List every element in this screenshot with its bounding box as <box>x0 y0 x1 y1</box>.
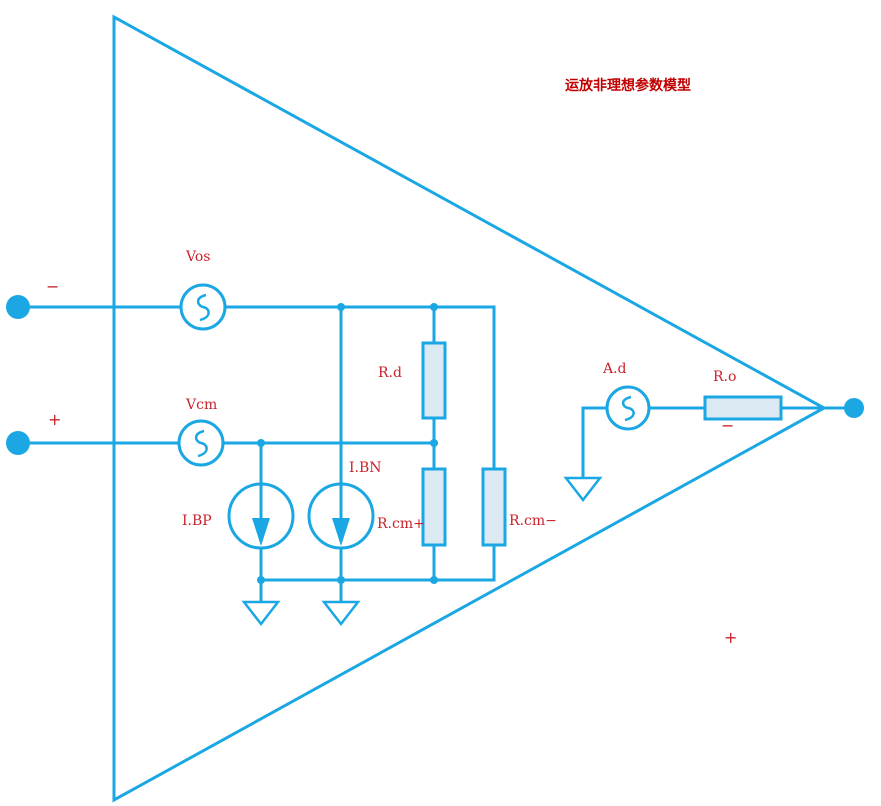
label-ibp: I.BP <box>182 513 212 529</box>
ibn-current-source <box>307 482 375 550</box>
output-minus-sign: − <box>721 416 734 435</box>
ground-ibn <box>321 600 361 627</box>
label-vos: Vos <box>185 249 210 265</box>
junction-dot <box>430 439 438 447</box>
label-rcm-plus: R.cm+ <box>377 516 425 532</box>
rd-resistor <box>421 341 447 420</box>
junction-dot <box>430 303 438 311</box>
ground-ibp <box>241 600 281 627</box>
junction-dot <box>430 576 438 584</box>
output-plus-sign: + <box>724 628 737 647</box>
label-vcm: Vcm <box>185 397 217 413</box>
ibp-current-source <box>227 482 295 550</box>
vcm-source <box>177 419 225 467</box>
ad-source <box>605 385 651 431</box>
label-ro: R.o <box>713 369 736 385</box>
ro-resistor <box>703 395 783 421</box>
noninverting-sign: + <box>48 410 61 429</box>
opamp-triangle <box>112 14 828 803</box>
label-rd: R.d <box>378 365 402 381</box>
vos-source <box>179 283 227 331</box>
label-ibn: I.BN <box>349 460 382 476</box>
diagram-title: 运放非理想参数模型 <box>565 77 691 94</box>
junction-dot <box>257 439 265 447</box>
junction-dot <box>337 576 345 584</box>
ground-ad <box>563 476 603 503</box>
rcm-plus-resistor <box>421 467 447 547</box>
junction-dot <box>257 576 265 584</box>
inverting-sign: − <box>46 277 59 296</box>
label-ad: A.d <box>602 361 627 377</box>
label-rcm-minus: R.cm− <box>509 513 557 529</box>
rcm-minus-resistor <box>481 467 507 547</box>
junction-dot <box>337 303 345 311</box>
